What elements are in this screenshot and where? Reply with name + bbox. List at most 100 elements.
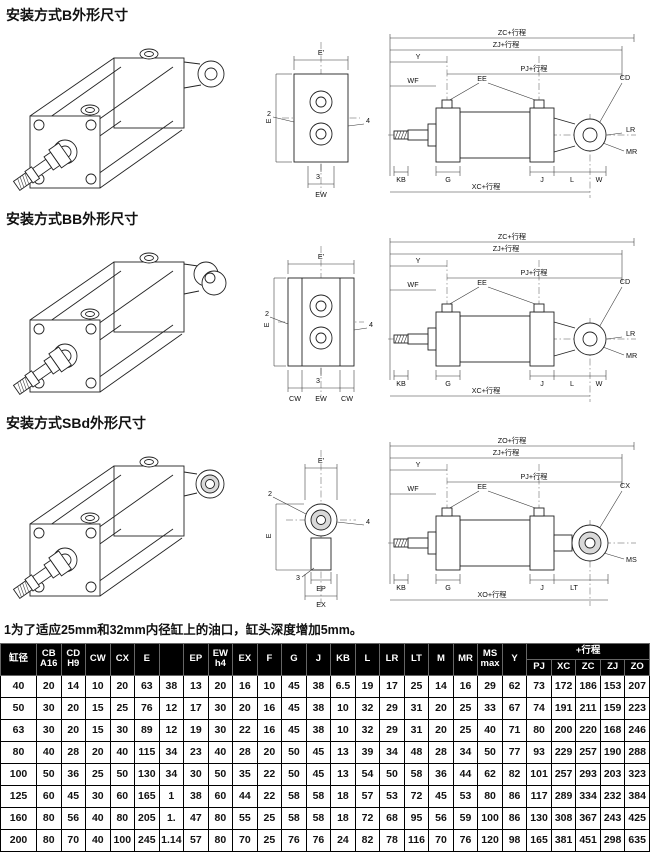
dim-value-cell: 45 xyxy=(281,674,307,698)
dim-value-cell: 40 xyxy=(477,718,503,742)
dim-value-cell: 191 xyxy=(550,696,577,720)
dim-value-cell: 14 xyxy=(60,674,87,698)
dim-label-wf: WF xyxy=(407,76,419,85)
dim-value-cell: 165 xyxy=(526,828,552,852)
col-header: MR xyxy=(452,643,479,676)
dim-value-cell: 98 xyxy=(501,828,528,852)
col-header: EX xyxy=(232,643,258,676)
dim-value-cell: 190 xyxy=(599,740,626,764)
dim-value-cell: 293 xyxy=(575,762,601,786)
dim-label-lr: LR xyxy=(626,125,635,134)
dim-value-cell: 74 xyxy=(526,696,552,720)
dim-label-zc: ZC+行程 xyxy=(498,232,526,241)
dim-value-cell: 1.14 xyxy=(158,828,185,852)
dim-value-cell: 95 xyxy=(403,806,430,830)
dim-value-cell: 101 xyxy=(526,762,552,786)
dim-value-cell: 20 xyxy=(85,740,111,764)
dim-label-kb: KB xyxy=(396,379,406,388)
dim-label-eprime: E' xyxy=(318,252,325,261)
dim-value-cell: 635 xyxy=(624,828,650,852)
dim-label-xc: XC+行程 xyxy=(472,182,501,191)
dim-value-cell: 25 xyxy=(85,762,111,786)
dim-value-cell: 19 xyxy=(183,718,209,742)
bore-size-cell: 80 xyxy=(0,740,37,764)
dim-label-ex: EX xyxy=(316,600,326,609)
section-mount-bb: 安装方式BB外形尺寸 xyxy=(0,204,650,408)
dim-label-zj: ZJ+行程 xyxy=(493,40,520,49)
dim-value-cell: 50 xyxy=(109,762,136,786)
dim-label-y: Y xyxy=(416,52,421,61)
dim-label-eprime: E' xyxy=(318,48,325,57)
dim-label-w: W xyxy=(596,379,603,388)
dim-value-cell: 172 xyxy=(550,674,577,698)
dim-label-l: L xyxy=(570,379,574,388)
dim-label-w: W xyxy=(596,175,603,184)
dim-value-cell: 31 xyxy=(403,718,430,742)
dim-label-xc: XC+行程 xyxy=(472,386,501,395)
dim-value-cell: 68 xyxy=(379,806,405,830)
dim-value-cell: 47 xyxy=(183,806,209,830)
dim-value-cell: 16 xyxy=(256,718,283,742)
dim-label-y: Y xyxy=(416,460,421,469)
col-header: G xyxy=(281,643,307,676)
drawings-row-bb: E' E 2 4 3 CW EW CW xyxy=(0,230,650,408)
dim-label-zc: ZC+行程 xyxy=(498,28,526,37)
cylinder-body-sbd xyxy=(393,507,555,571)
dim-value-cell: 35 xyxy=(232,762,258,786)
dim-value-cell: 18 xyxy=(330,784,356,808)
dim-label-zj: ZJ+行程 xyxy=(493,244,520,253)
dim-value-cell: 36 xyxy=(60,762,87,786)
col-header: EP xyxy=(183,643,209,676)
callout-4: 4 xyxy=(366,517,370,526)
dim-value-cell: 289 xyxy=(550,784,577,808)
dim-value-cell: 70 xyxy=(60,828,87,852)
dim-value-cell: 15 xyxy=(85,696,111,720)
dim-label-j: J xyxy=(540,379,544,388)
dim-value-cell: 20 xyxy=(256,740,283,764)
dim-value-cell: 76 xyxy=(452,828,479,852)
spherical-eye-side-sbd xyxy=(553,524,609,562)
front-port-sbd xyxy=(80,512,100,524)
dim-label-l: L xyxy=(570,175,574,184)
dim-value-cell: 257 xyxy=(575,740,601,764)
side-view-bb: ZC+行程 ZJ+行程 Y PJ+行程 WF EE CD xyxy=(388,232,637,402)
dim-value-cell: 100 xyxy=(109,828,136,852)
dim-value-cell: 130 xyxy=(134,762,160,786)
dim-label-e: E xyxy=(264,533,273,538)
dim-value-cell: 53 xyxy=(452,784,479,808)
dim-value-cell: 40 xyxy=(36,740,62,764)
dim-value-cell: 53 xyxy=(379,784,405,808)
dim-value-cell: 77 xyxy=(501,740,528,764)
dim-value-cell: 28 xyxy=(428,740,454,764)
col-header: J xyxy=(305,643,332,676)
callout-3: 3 xyxy=(316,376,320,385)
dim-label-eprime: E' xyxy=(318,456,325,465)
dim-value-cell: 32 xyxy=(354,696,381,720)
dim-value-cell: 44 xyxy=(452,762,479,786)
eye-block-b xyxy=(293,73,349,163)
dim-value-cell: 31 xyxy=(403,696,430,720)
dim-value-cell: 38 xyxy=(305,674,332,698)
rear-cap-ear-sbd xyxy=(113,456,225,537)
dim-value-cell: 12 xyxy=(158,718,185,742)
dim-value-cell: 115 xyxy=(134,740,160,764)
bore-size-cell: 40 xyxy=(0,674,37,698)
dim-value-cell: 25 xyxy=(256,806,283,830)
dim-value-cell: 30 xyxy=(85,784,111,808)
dim-value-cell: 17 xyxy=(183,696,209,720)
dim-value-cell: 58 xyxy=(305,784,332,808)
dim-value-cell: 59 xyxy=(452,806,479,830)
dim-value-cell: 381 xyxy=(550,828,577,852)
bore-size-cell: 125 xyxy=(0,784,37,808)
dim-value-cell: 45 xyxy=(281,696,307,720)
dim-value-cell: 50 xyxy=(281,762,307,786)
dim-value-cell: 10 xyxy=(85,674,111,698)
dim-value-cell: 25 xyxy=(452,718,479,742)
dim-value-cell: 20 xyxy=(232,696,258,720)
dim-value-cell: 246 xyxy=(624,718,650,742)
dim-value-cell: 308 xyxy=(550,806,577,830)
dim-value-cell: 38 xyxy=(183,784,209,808)
